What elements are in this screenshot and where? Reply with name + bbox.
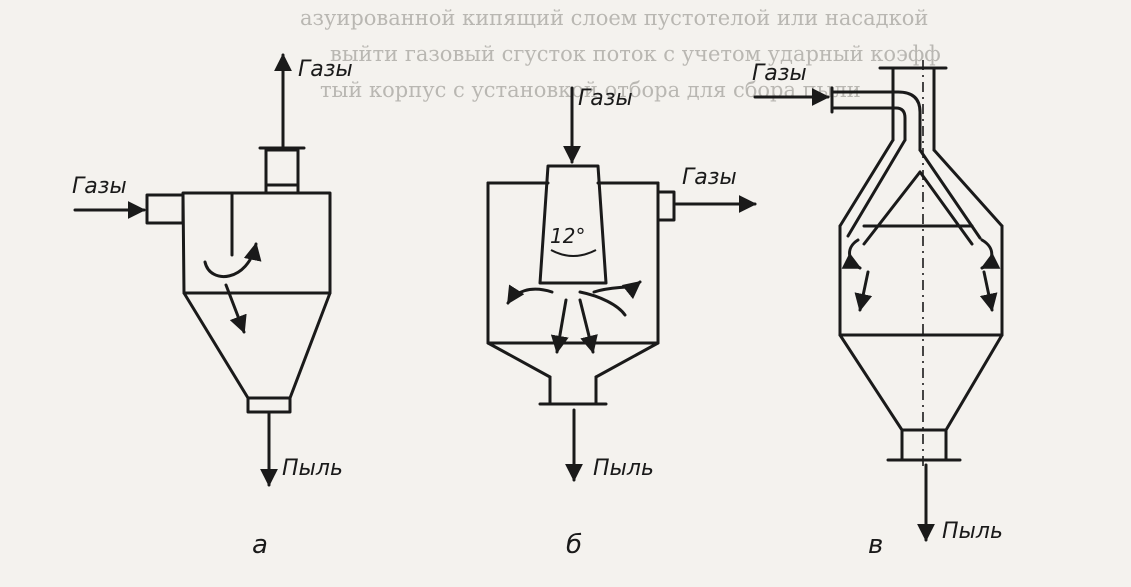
diagram-a: Газы Газы Пыль а <box>72 53 353 560</box>
diagram-b-inlet-cone <box>538 164 608 285</box>
diagram-v-inlet-pipe-top <box>830 90 922 152</box>
diagram-b-swirl-left <box>506 284 554 305</box>
diagram-v-swirl-left <box>841 238 862 270</box>
diagram-b-vessel <box>486 181 660 379</box>
diagram-a-outlet-pipe <box>264 148 300 187</box>
background-text-line: выйти газовый сгусток поток с учетом уда… <box>330 42 941 66</box>
diagram-b-angle-arc <box>550 249 597 257</box>
diagram-v-distributor-outer <box>846 138 982 240</box>
diagram-v-swirl-right <box>980 238 1001 270</box>
diagram-a-dust-outlet <box>246 396 292 414</box>
diagram-v-dust-label: Пыль <box>942 519 1003 544</box>
diagram-v-lower-cone <box>838 333 1004 432</box>
diagram-b-gas-in-label: Газы <box>578 86 633 111</box>
diagram-v-upper-cone <box>838 138 1004 228</box>
diagram-b-angle-label: 12° <box>550 224 585 248</box>
diagram-a-body <box>181 191 332 400</box>
diagram-b-caption: б <box>566 530 582 560</box>
diagram-a-inlet-pipe <box>145 193 185 225</box>
diagram-v: Газы Пыль в <box>752 60 1004 560</box>
diagram-v-down-arrow-right <box>979 270 998 312</box>
diagram-b-swirl-right <box>592 280 642 300</box>
diagram-b-down-arrow-left <box>550 298 569 354</box>
background-text-line: азуированной кипящий слоем пустотелой ил… <box>300 6 929 30</box>
diagram-b-down-arrow-right <box>578 298 598 354</box>
diagram-v-gas-in-label: Газы <box>752 61 807 86</box>
diagram-b: 12° Газы Газы Пыль б <box>486 86 757 560</box>
diagram-v-down-arrow-left <box>854 270 873 312</box>
diagram-a-swirl-arrow <box>203 242 262 278</box>
diagram-a-gas-in-label: Газы <box>72 174 127 199</box>
diagram-b-gas-out-label: Газы <box>682 165 737 190</box>
diagram-b-outlet-pipe <box>656 190 676 222</box>
diagram-v-inlet-pipe-bottom <box>830 106 907 142</box>
diagram-v-dust-outlet <box>900 428 948 462</box>
diagram-a-down-arrow <box>224 283 247 334</box>
diagram-a-dust-label: Пыль <box>282 456 343 481</box>
diagram-b-dust-label: Пыль <box>593 456 654 481</box>
diagram-a-gas-out-label: Газы <box>298 57 353 82</box>
diagram-v-caption: в <box>868 530 883 560</box>
diagram-v-distributor-inner <box>862 170 974 246</box>
background-text: азуированной кипящий слоем пустотелой ил… <box>0 0 1131 108</box>
diagram-a-caption: а <box>252 530 268 560</box>
